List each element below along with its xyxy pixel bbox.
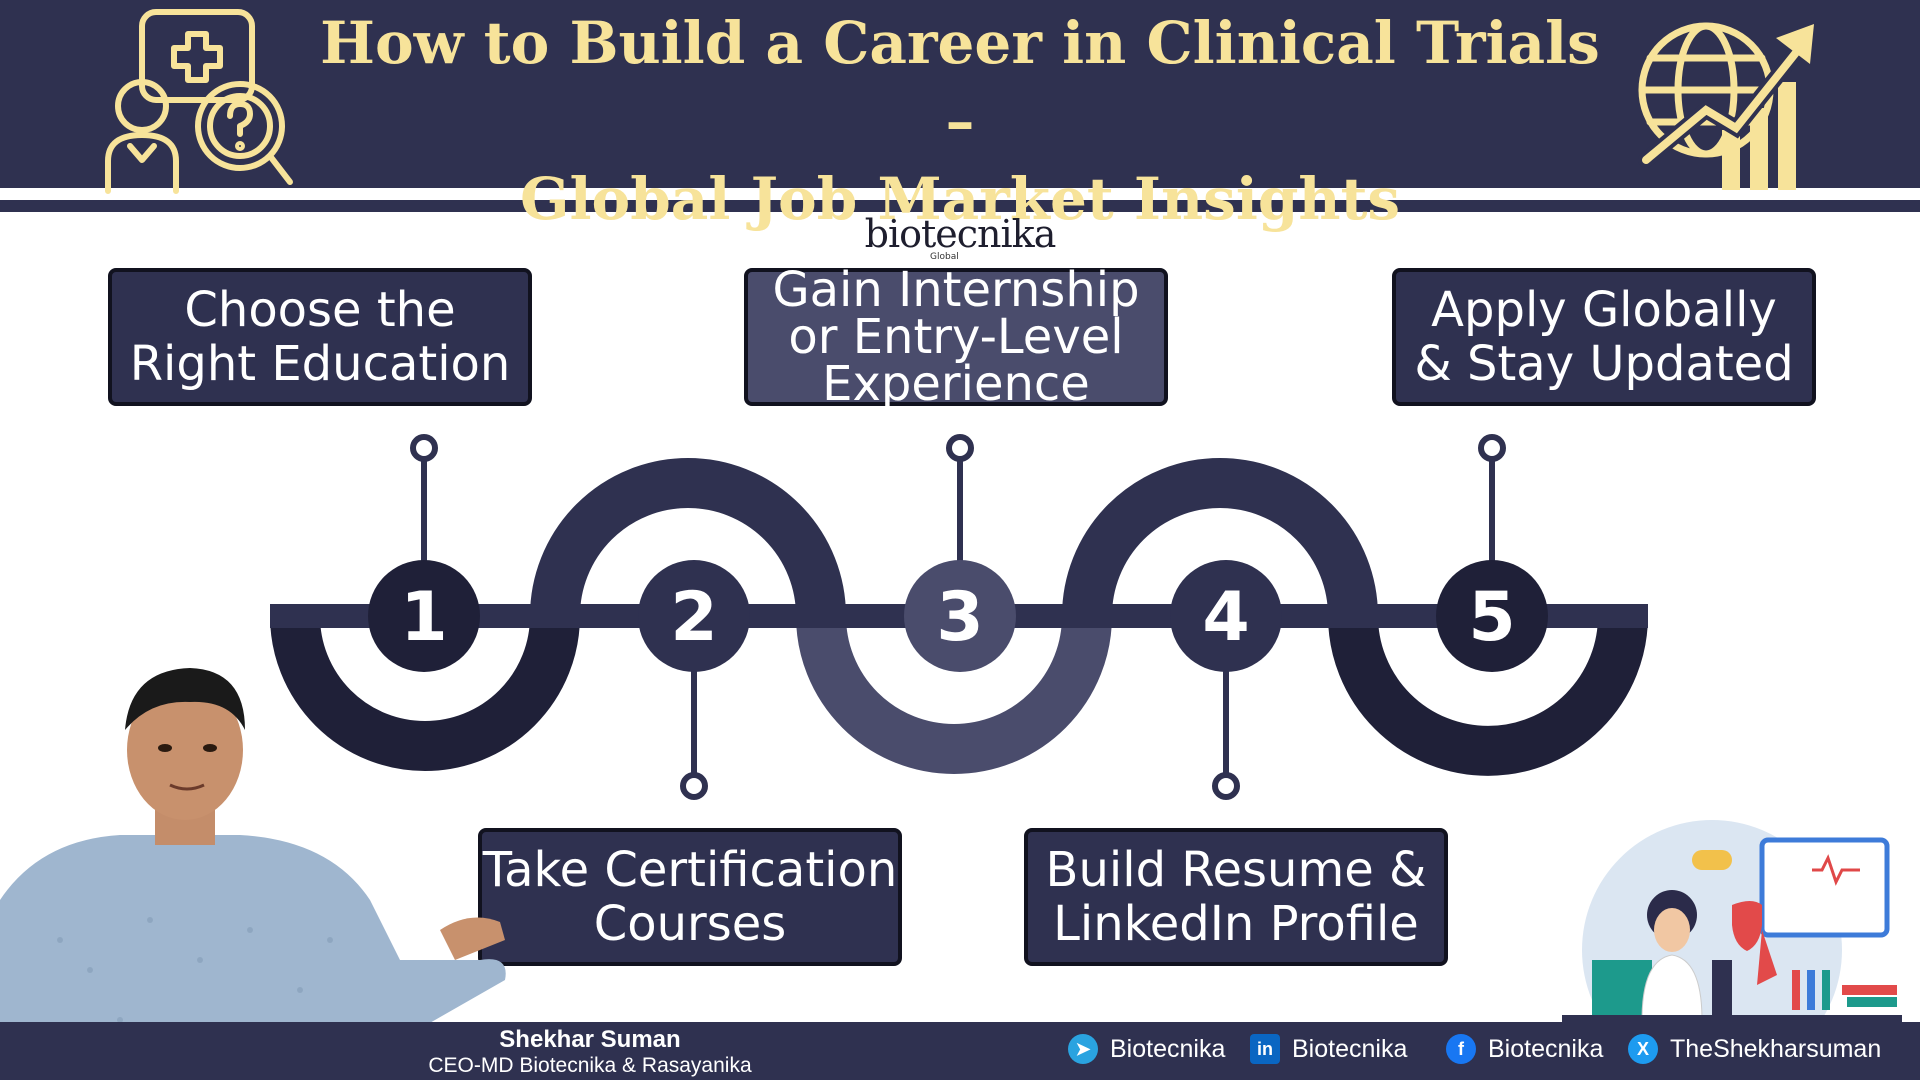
timeline-arc-5 <box>1328 615 1648 776</box>
step-3-line-2: or Entry-Level <box>788 308 1124 365</box>
presenter-photo <box>0 668 506 1080</box>
step-5-line-1: Apply Globally <box>1431 282 1777 338</box>
social-facebook-handle: Biotecnika <box>1488 1034 1604 1063</box>
step-2-line-2: Courses <box>593 896 787 952</box>
step-5-line-2: & Stay Updated <box>1414 336 1794 392</box>
step-4-line-2: LinkedIn Profile <box>1053 896 1419 952</box>
step-2-node <box>638 560 750 672</box>
step-3-node <box>904 560 1016 672</box>
presenter-name: Shekhar Suman <box>499 1026 681 1053</box>
step-1-line-1: Choose the <box>184 282 456 338</box>
step-1-number: 1 <box>400 578 447 657</box>
timeline-arc-1 <box>270 615 580 771</box>
step-4-connector-dot <box>1212 772 1240 800</box>
social-linkedin-handle: Biotecnika <box>1292 1034 1408 1063</box>
step-3-line-1: Gain Internship <box>772 261 1140 318</box>
title-line-1: How to Build a Career in Clinical Trials… <box>320 9 1600 155</box>
footer-bar <box>0 1022 1920 1080</box>
social-facebook[interactable]: f Biotecnika <box>1446 1034 1603 1064</box>
facebook-icon: f <box>1446 1034 1476 1064</box>
social-linkedin[interactable]: in Biotecnika <box>1250 1034 1407 1064</box>
step-2-line-1: Take Certification <box>482 842 898 898</box>
step-5-box: Apply Globally& Stay Updated <box>1392 268 1816 406</box>
step-4-box: Build Resume &LinkedIn Profile <box>1024 828 1448 966</box>
step-3-number: 3 <box>936 578 983 657</box>
brand-logo: biotecnika <box>864 212 1057 256</box>
clinician-search-icon <box>105 9 293 194</box>
page-title: How to Build a Career in Clinical Trials… <box>300 4 1620 238</box>
step-1-connector-dot <box>410 434 438 462</box>
step-4-node <box>1170 560 1282 672</box>
header-banner <box>0 0 1920 190</box>
header-divider <box>0 188 1920 194</box>
researcher-illustration <box>1562 820 1902 1025</box>
step-2-connector-dot <box>680 772 708 800</box>
step-5-number: 5 <box>1468 578 1515 657</box>
social-x-handle: TheShekharsuman <box>1670 1034 1882 1063</box>
x-icon: X <box>1628 1034 1658 1064</box>
linkedin-icon: in <box>1250 1034 1280 1064</box>
step-4-line-1: Build Resume & <box>1045 842 1427 898</box>
header-underline <box>0 200 1920 212</box>
step-5-node <box>1436 560 1548 672</box>
brand-subtitle: Global <box>930 252 959 262</box>
title-line-2: Global Job Market Insights <box>519 165 1401 233</box>
global-growth-icon <box>1638 22 1814 190</box>
step-1-line-2: Right Education <box>129 336 511 392</box>
social-telegram[interactable]: ➤ Biotecnika <box>1068 1034 1225 1064</box>
step-3-line-3: Experience <box>822 355 1090 412</box>
social-x[interactable]: X TheShekharsuman <box>1628 1034 1881 1064</box>
timeline-arc-2 <box>530 458 846 617</box>
presenter-role: CEO-MD Biotecnika & Rasayanika <box>428 1054 752 1077</box>
step-4-number: 4 <box>1202 578 1249 657</box>
step-3-connector-dot <box>946 434 974 462</box>
step-1-node <box>368 560 480 672</box>
timeline-arc-4 <box>1062 458 1378 617</box>
step-2-number: 2 <box>670 578 717 657</box>
step-5-connector-dot <box>1478 434 1506 462</box>
social-telegram-handle: Biotecnika <box>1110 1034 1226 1063</box>
timeline-arc-3 <box>796 615 1112 774</box>
telegram-icon: ➤ <box>1068 1034 1098 1064</box>
